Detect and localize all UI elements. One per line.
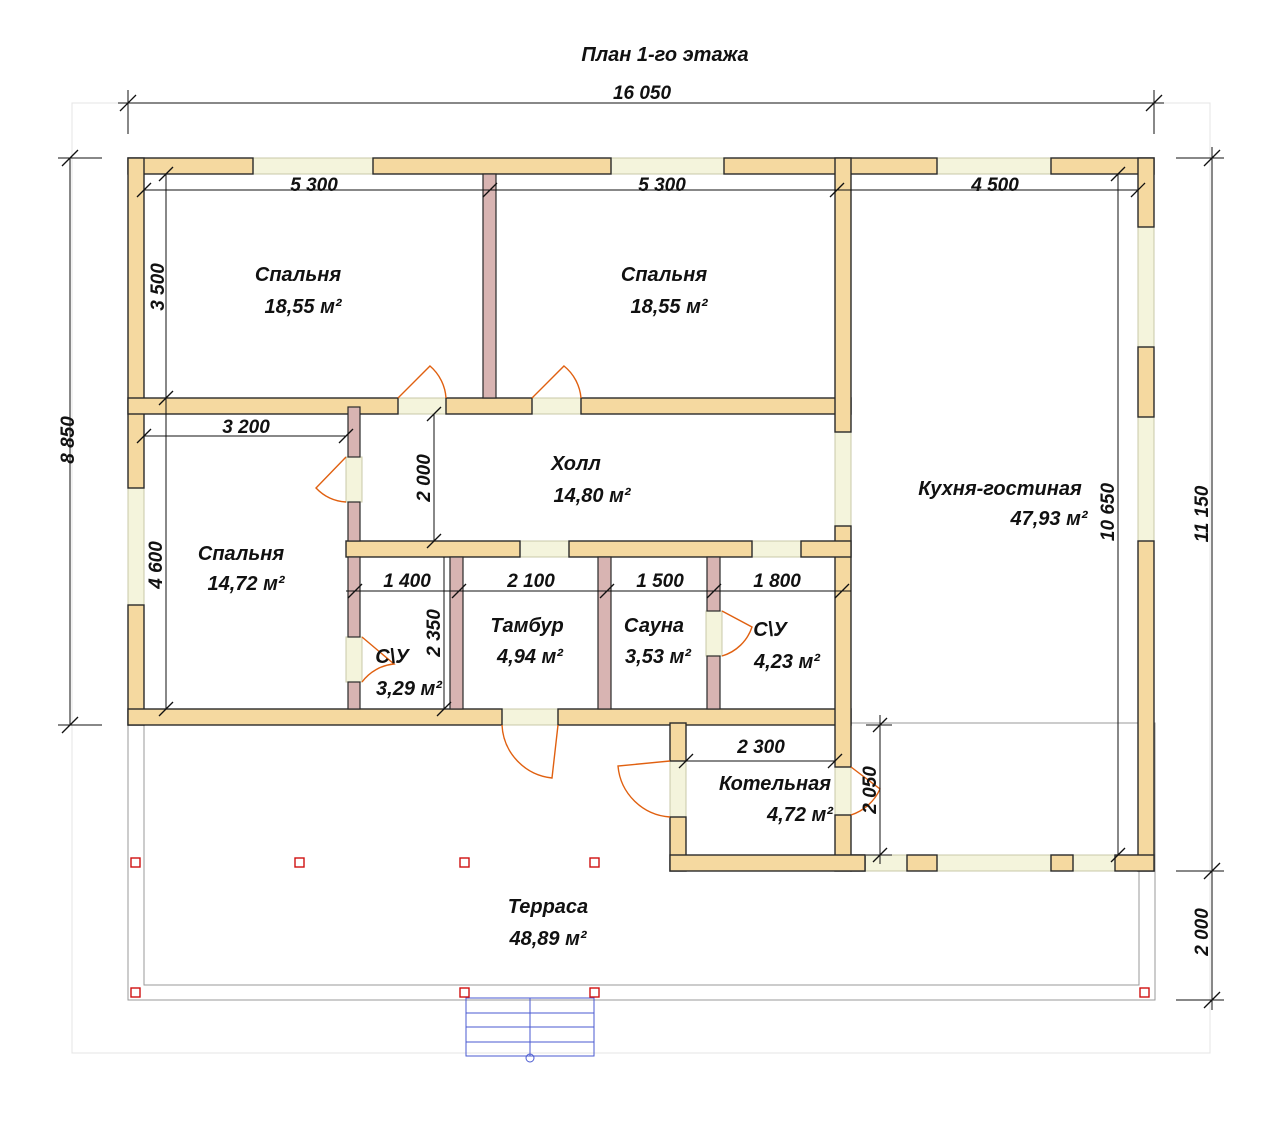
- dim-left-depth: 8 850: [58, 416, 79, 464]
- room-bath2-name: С\У: [753, 619, 788, 641]
- room-bedroom2-name: Спальня: [621, 264, 707, 286]
- dim-hall-depth: 2 000: [414, 454, 435, 503]
- dim-bedroom3-depth: 4 600: [146, 541, 167, 590]
- dim-boiler-width: 2 300: [736, 737, 785, 758]
- room-bedroom3-area: 14,72 м²: [207, 573, 285, 595]
- dim-sauna-width: 1 500: [636, 571, 684, 592]
- room-bedroom1-area: 18,55 м²: [264, 296, 342, 318]
- dim-bath2-width: 1 800: [753, 571, 801, 592]
- dim-room1-width: 5 300: [290, 175, 338, 196]
- dimension-lines: [58, 90, 1224, 1010]
- room-kitchen-area: 47,93 м²: [1009, 508, 1088, 530]
- room-bath1-name: С\У: [375, 646, 410, 668]
- dim-bedroom-depth: 3 500: [148, 263, 169, 311]
- room-boiler-area: 4,72 м²: [766, 804, 834, 826]
- room-hall-name: Холл: [550, 453, 601, 475]
- room-tambur-area: 4,94 м²: [496, 646, 564, 668]
- dim-bath-depth: 2 350: [424, 609, 445, 658]
- room-bedroom2-area: 18,55 м²: [630, 296, 708, 318]
- dim-bedroom3-width: 3 200: [222, 417, 270, 438]
- room-bath1-area: 3,29 м²: [376, 678, 443, 700]
- stairs: [465, 997, 595, 1063]
- internal-walls: [127, 157, 866, 872]
- dim-right-depth: 11 150: [1192, 485, 1213, 542]
- terrace-posts: [130, 857, 1150, 998]
- room-sauna-area: 3,53 м²: [625, 646, 692, 668]
- room-hall-area: 14,80 м²: [553, 485, 631, 507]
- room-terrace-name: Терраса: [508, 896, 588, 918]
- dim-room2-width: 5 300: [638, 175, 686, 196]
- door-openings: [345, 397, 852, 818]
- dim-tambur-width: 2 100: [506, 571, 555, 592]
- dim-terrace-depth: 2 000: [1192, 908, 1213, 957]
- plan-title: План 1-го этажа: [581, 44, 748, 66]
- dim-total-width: 16 050: [613, 83, 672, 104]
- dim-kitchen-depth: 10 650: [1098, 483, 1119, 542]
- partitions: [347, 173, 721, 710]
- room-sauna-name: Сауна: [624, 615, 684, 637]
- dim-bath1-width: 1 400: [383, 571, 431, 592]
- dim-boiler-depth: 2 050: [860, 766, 881, 815]
- dim-room3-width: 4 500: [970, 175, 1019, 196]
- room-boiler-name: Котельная: [719, 773, 831, 795]
- room-terrace-area: 48,89 м²: [508, 928, 587, 950]
- room-kitchen-name: Кухня-гостиная: [918, 478, 1082, 500]
- room-tambur-name: Тамбур: [490, 615, 563, 637]
- room-bath2-area: 4,23 м²: [753, 651, 821, 673]
- room-bedroom1-name: Спальня: [255, 264, 341, 286]
- room-bedroom3-name: Спальня: [198, 543, 284, 565]
